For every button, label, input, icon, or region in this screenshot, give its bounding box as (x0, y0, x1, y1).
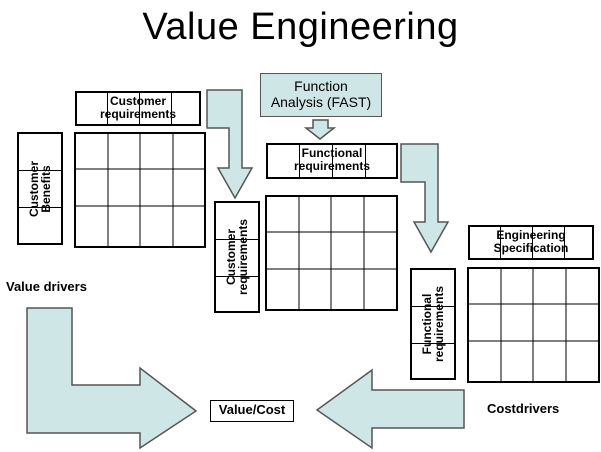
value-cost-box: Value/Cost (210, 400, 294, 422)
function-analysis-box: Function Analysis (FAST) (260, 73, 382, 117)
customer-benefits-box: Customer Benefits (17, 132, 63, 245)
customer-requirements-side-label: Customer requirements (224, 218, 250, 296)
matrix-customer (74, 132, 206, 248)
function-analysis-label: Function Analysis (FAST) (270, 78, 372, 110)
page-title: Value Engineering (142, 6, 459, 48)
functional-requirements-side-label: Functional requirements (420, 285, 446, 363)
functional-requirements-header: Functional requirements (266, 143, 398, 179)
arrow-value-drivers (26, 307, 198, 450)
arrow-customer-requirements-down (206, 89, 254, 200)
value-cost-label: Value/Cost (218, 402, 286, 417)
arrow-costdrivers (315, 368, 465, 450)
functional-requirements-header-label: Functional requirements (293, 146, 371, 173)
customer-benefits-label: Customer Benefits (27, 160, 53, 217)
arrow-functional-requirements-down (400, 143, 450, 254)
functional-requirements-side-box: Functional requirements (410, 268, 456, 380)
arrow-fast-down (303, 119, 337, 140)
matrix-engineering (467, 267, 600, 383)
customer-requirements-header-label: Customer requirements (99, 94, 177, 121)
engineering-specification-header-label: Engineering Specification (493, 228, 569, 255)
customer-requirements-side-box: Customer requirements (214, 201, 260, 313)
engineering-specification-header: Engineering Specification (468, 225, 594, 260)
matrix-functional (265, 195, 398, 311)
value-drivers-label: Value drivers (6, 279, 87, 294)
customer-requirements-header: Customer requirements (75, 91, 201, 126)
costdrivers-label: Costdrivers (487, 401, 560, 416)
